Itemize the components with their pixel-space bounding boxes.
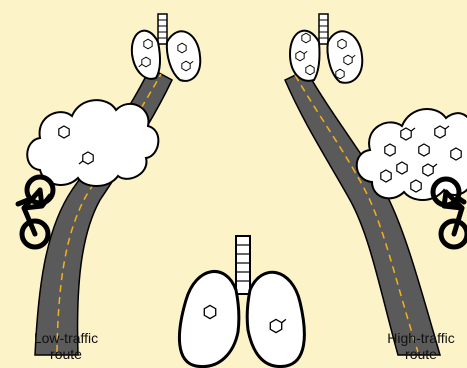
- pollution-cloud-icon: [27, 100, 158, 186]
- pollution-cloud-icon: [357, 109, 467, 200]
- low-traffic-route-label: Low-traffic route: [24, 330, 108, 362]
- high-traffic-route-label: High-traffic route: [376, 330, 466, 362]
- lungs-icon: [132, 14, 200, 81]
- bicycle-icon: [18, 177, 53, 247]
- lungs-icon: [179, 236, 304, 367]
- lungs-icon: [290, 14, 362, 83]
